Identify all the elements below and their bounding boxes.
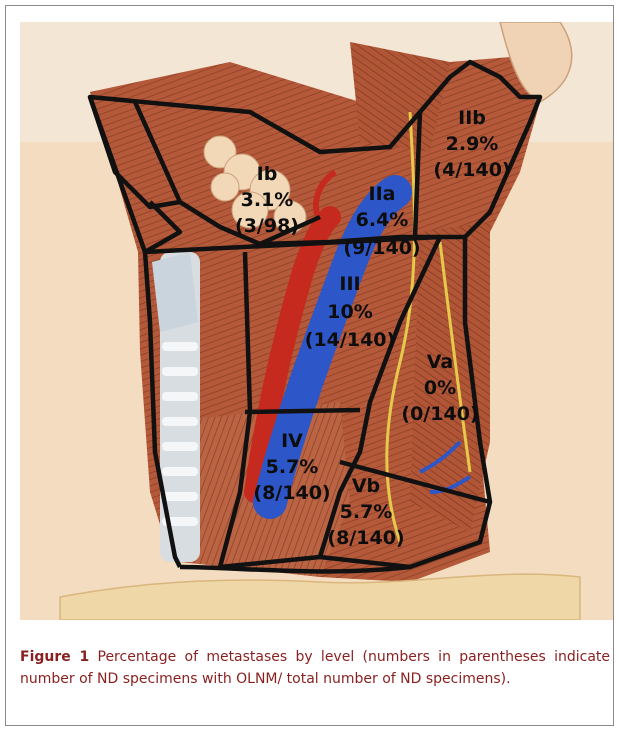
level-ib-name: Ib: [257, 163, 278, 185]
level-va-name: Va: [427, 351, 454, 373]
level-ib-percent: 3.1%: [241, 189, 294, 211]
level-va-percent: 0%: [424, 377, 456, 399]
level-iia-name: IIa: [369, 183, 396, 205]
level-iv-percent: 5.7%: [266, 456, 319, 478]
figure-caption-text: Percentage of metastases by level (numbe…: [20, 649, 610, 687]
level-vb-name: Vb: [352, 475, 380, 497]
thyroid-cartilage: [152, 252, 198, 332]
level-iv-counts: (8/140): [253, 482, 330, 504]
level-vb-percent: 5.7%: [340, 501, 393, 523]
level-iia-percent: 6.4%: [356, 209, 409, 231]
level-iib-name: IIb: [458, 107, 486, 129]
neck-anatomy-svg: Ib 3.1% (3/98) IIa 6.4% (9/140) IIb 2.9%…: [20, 22, 613, 620]
level-iii-percent: 10%: [327, 301, 372, 323]
neck-levels-illustration: Ib 3.1% (3/98) IIa 6.4% (9/140) IIb 2.9%…: [20, 22, 613, 620]
figure-caption-label: Figure 1: [20, 649, 89, 665]
level-iib-counts: (4/140): [433, 159, 510, 181]
level-iv-name: IV: [281, 430, 303, 452]
level-vb-counts: (8/140): [327, 527, 404, 549]
level-iia-counts: (9/140): [343, 237, 420, 259]
level-ib-counts: (3/98): [235, 215, 299, 237]
level-iii-counts: (14/140): [305, 329, 395, 351]
level-iib-percent: 2.9%: [446, 133, 499, 155]
level-va-counts: (0/140): [401, 403, 478, 425]
figure-caption: Figure 1 Percentage of metastases by lev…: [20, 646, 610, 690]
level-iii-name: III: [339, 273, 360, 295]
